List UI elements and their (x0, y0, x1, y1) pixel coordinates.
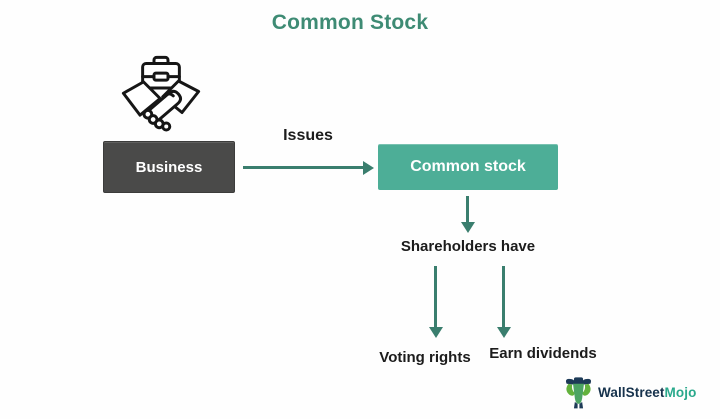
shareholders-label: Shareholders have (400, 238, 536, 255)
wallstreetmojo-logo: WallStreetMojo (563, 375, 696, 409)
wallstreetmojo-bull-icon (565, 377, 592, 409)
wallstreetmojo-logo-text: WallStreetMojo (598, 385, 696, 400)
earn-dividends-label: Earn dividends (489, 345, 597, 362)
logo-text-wallstreet: WallStreet (598, 384, 665, 400)
voting-rights-label: Voting rights (379, 349, 471, 366)
issues-arrow (243, 160, 374, 175)
business-handshake-icon (121, 55, 201, 132)
page-title: Common Stock (271, 11, 429, 34)
common-stock-node-label: Common stock (410, 158, 526, 175)
stock-to-shareholders-arrow (460, 196, 475, 233)
shareholders-to-voting-arrow (428, 266, 443, 338)
issues-label: Issues (283, 127, 333, 144)
common-stock-node: Common stock (378, 144, 558, 190)
business-node: Business (103, 141, 235, 193)
shareholders-to-dividends-arrow (496, 266, 511, 338)
business-node-label: Business (135, 158, 203, 176)
logo-text-mojo: Mojo (664, 384, 697, 400)
